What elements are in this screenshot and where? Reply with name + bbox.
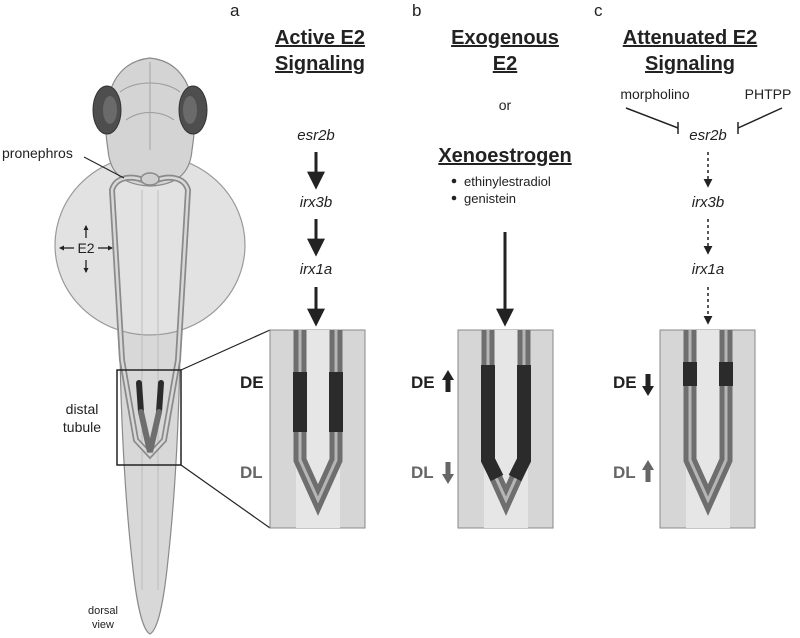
panel-c-inhibition-lines bbox=[625, 107, 783, 134]
panel-b-or: or bbox=[499, 97, 512, 113]
panel-a-title-line1: Active E2 bbox=[275, 27, 365, 49]
panel-b-xeno-item-2: genistein bbox=[464, 191, 516, 206]
panel-c-letter: c bbox=[594, 1, 603, 20]
pronephros-pointer bbox=[83, 156, 125, 179]
panel-b-dl-down-arrow bbox=[442, 462, 454, 484]
panel-c-inhibitor-morpholino: morpholino bbox=[620, 86, 689, 102]
pronephros-tubes bbox=[108, 172, 192, 460]
panel-a-title-line2: Signaling bbox=[275, 53, 365, 75]
panel-c-tubule-zoom bbox=[659, 329, 756, 529]
panel-c-title-line1: Attenuated E2 bbox=[623, 27, 757, 49]
panel-c-dl-label: DL bbox=[613, 463, 636, 482]
zoom-box bbox=[116, 369, 182, 466]
panel-b-xeno-title: Xenoestrogen bbox=[438, 145, 571, 167]
zebrafish-larva bbox=[54, 57, 271, 635]
e2-diffusion-arrows bbox=[58, 224, 114, 274]
dorsal-view-label-line2: view bbox=[92, 619, 114, 631]
dorsal-view-label-line1: dorsal bbox=[88, 605, 118, 617]
panel-b-de-up-arrow bbox=[442, 370, 454, 392]
panel-b-tubule-zoom bbox=[457, 329, 554, 529]
e2-label: E2 bbox=[77, 240, 94, 256]
panel-b-title-line2: E2 bbox=[493, 53, 517, 75]
panel-a-gene-irx3b: irx3b bbox=[300, 194, 333, 211]
panel-a-dl-label: DL bbox=[240, 463, 263, 482]
panel-a-gene-esr2b: esr2b bbox=[297, 127, 335, 144]
panel-b-dl-label: DL bbox=[411, 463, 434, 482]
distal-tubule-label-line2: tubule bbox=[63, 419, 101, 435]
panel-c-gene-esr2b: esr2b bbox=[689, 127, 727, 144]
panel-c-de-label: DE bbox=[613, 373, 637, 392]
panel-b-xeno-item-1: ethinylestradiol bbox=[464, 174, 551, 189]
distal-tubule-label-line1: distal bbox=[66, 401, 99, 417]
panel-c-de-down-arrow bbox=[642, 374, 654, 396]
panel-a-letter: a bbox=[230, 1, 240, 20]
left-eye bbox=[92, 85, 122, 135]
panel-c-gene-irx3b: irx3b bbox=[692, 194, 725, 211]
panel-a-tubule-zoom bbox=[269, 329, 366, 529]
pronephros-label: pronephros bbox=[2, 145, 73, 161]
panel-b-letter: b bbox=[412, 1, 421, 20]
right-eye bbox=[178, 85, 208, 135]
panel-b-title-line1: Exogenous bbox=[451, 27, 559, 49]
panel-c-inhibitor-phtpp: PHTPP bbox=[745, 86, 792, 102]
panel-a-de-label: DE bbox=[240, 373, 264, 392]
panel-a-gene-irx1a: irx1a bbox=[300, 261, 333, 278]
panel-c-dl-up-arrow bbox=[642, 460, 654, 482]
panel-c-gene-irx1a: irx1a bbox=[692, 261, 725, 278]
panel-c-title-line2: Signaling bbox=[645, 53, 735, 75]
panel-b-de-label: DE bbox=[411, 373, 435, 392]
